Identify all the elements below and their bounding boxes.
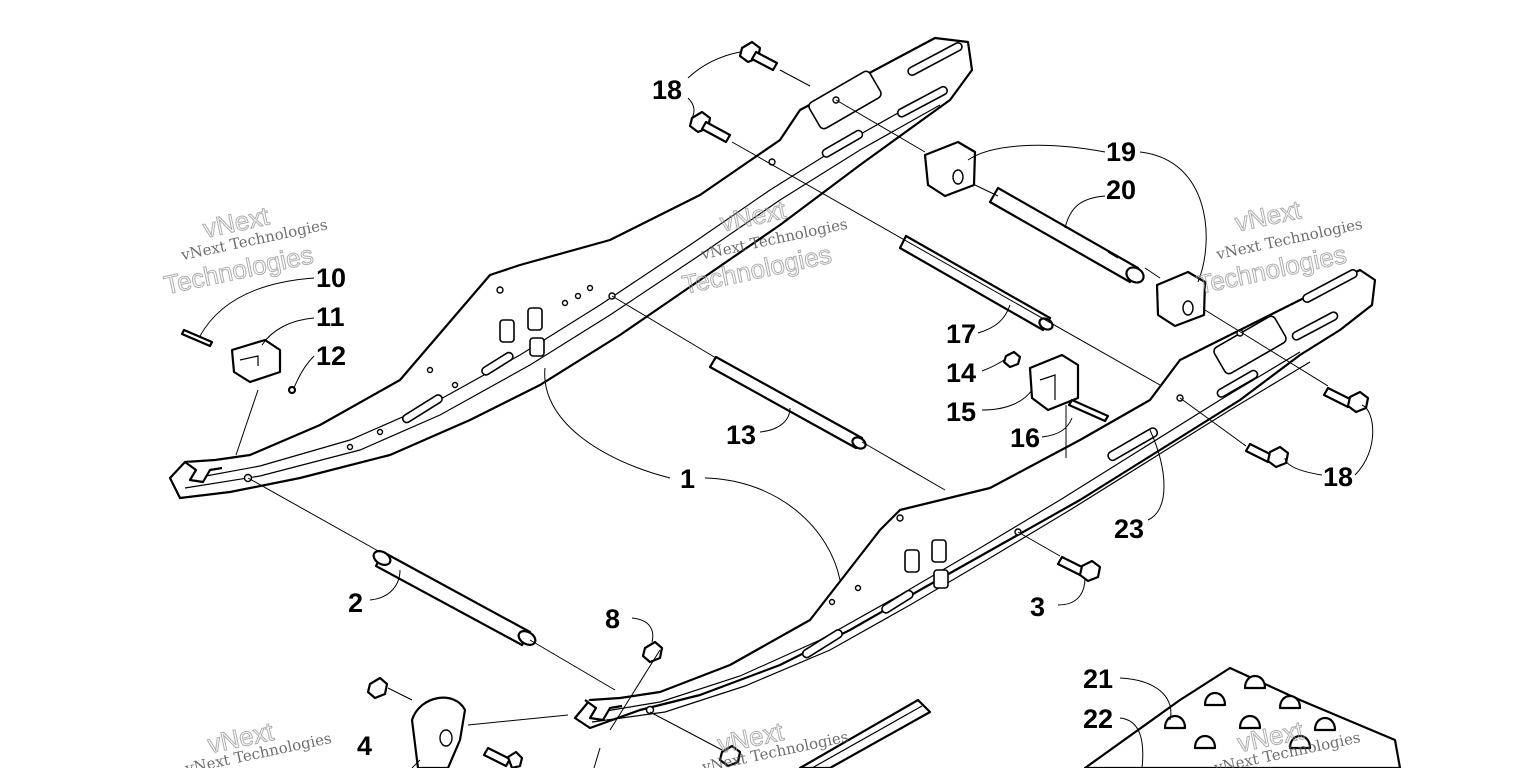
shaft-17: [898, 234, 1054, 332]
callout-8: 8: [605, 604, 620, 634]
callout-leaders: [199, 51, 1374, 768]
callout-14: 14: [946, 358, 976, 388]
callout-labels: 18 19 20 10 11 12 17 14 15 16 13 1 18 23…: [316, 75, 1353, 761]
shaft-13: [708, 355, 867, 450]
wheel-4-part: [410, 696, 467, 768]
callout-2: 2: [348, 588, 363, 618]
bushing-19-lower: [1155, 270, 1207, 328]
callout-4: 4: [357, 731, 372, 761]
callout-18-right: 18: [1323, 462, 1353, 492]
callout-12: 12: [316, 341, 346, 371]
callout-23: 23: [1114, 514, 1144, 544]
callout-16: 16: [1010, 423, 1040, 453]
track-21: [1083, 666, 1402, 768]
callout-1: 1: [680, 464, 695, 494]
pin-10: [180, 328, 214, 348]
callout-18-top: 18: [652, 75, 682, 105]
callout-3: 3: [1030, 592, 1045, 622]
block-11: [230, 338, 282, 384]
nut-8: [641, 640, 664, 664]
block-15: [1028, 353, 1080, 412]
nut-14: [1002, 350, 1022, 369]
callout-21: 21: [1083, 664, 1113, 694]
bolt-18-right-a: [1322, 386, 1370, 414]
nut-bottom-b: [718, 744, 742, 768]
watermark-1: vNext vNext Technologies Technologies: [161, 200, 329, 301]
callout-22: 22: [1083, 704, 1113, 734]
rail-insert-bottom: [798, 698, 932, 768]
bolt-18-top-b: [688, 110, 732, 144]
watermark-4: vNext vNext Technologies: [183, 715, 333, 768]
nut-4: [366, 676, 389, 700]
left-slide-rail: [168, 36, 974, 500]
bolt-bottom-a: [482, 746, 524, 768]
bushing-19-upper: [923, 140, 977, 198]
clip-12: [287, 385, 297, 395]
callout-11: 11: [316, 302, 345, 332]
callout-10: 10: [316, 263, 346, 293]
callout-20: 20: [1106, 175, 1136, 205]
assembly-lines: [235, 69, 1329, 768]
bolt-3: [1056, 555, 1102, 583]
right-slide-rail: [573, 268, 1377, 730]
bolt-18-top-a: [738, 40, 779, 72]
callout-15: 15: [946, 397, 976, 427]
callout-19: 19: [1106, 137, 1136, 167]
shaft-20: [988, 186, 1145, 284]
bolt-18-right-b: [1244, 442, 1290, 469]
callout-13: 13: [726, 420, 756, 450]
bolt-16: [1067, 398, 1110, 423]
axle-2: [372, 550, 537, 647]
callout-17: 17: [946, 319, 976, 349]
